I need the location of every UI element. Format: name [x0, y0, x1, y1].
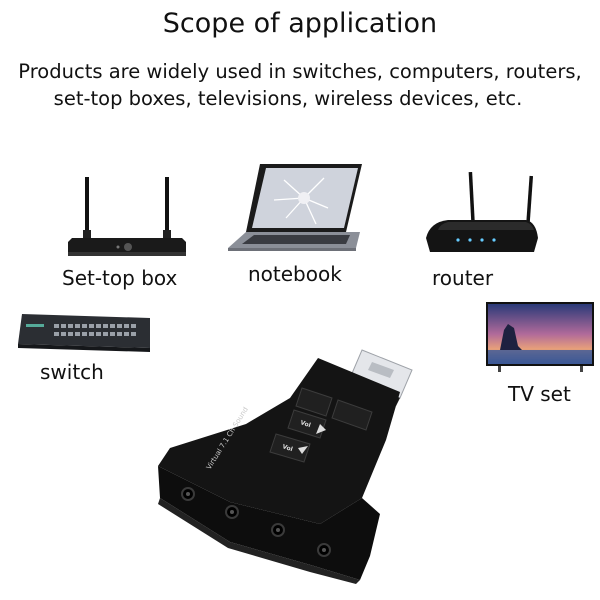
description-line-2: set-top boxes, televisions, wireless dev…: [53, 87, 523, 110]
router-label: router: [432, 266, 494, 290]
vol-label-1: Vol: [299, 419, 311, 429]
notebook-label: notebook: [248, 262, 342, 286]
network-switch-image: [18, 314, 150, 352]
description-line-1: Products are widely used in switches, co…: [18, 60, 582, 83]
page-title: Scope of application: [162, 8, 438, 39]
set-top-box-image: [68, 177, 186, 256]
vol-label-2: Vol: [281, 443, 293, 453]
router-image: [426, 171, 538, 252]
switch-label: switch: [40, 360, 104, 384]
set-top-box-label: Set-top box: [62, 266, 178, 290]
usb-sound-card-image: Virtual 7.1 Ch Sound Vol Vol: [158, 349, 413, 584]
tv-image: [486, 302, 594, 372]
tv-label: TV set: [508, 382, 571, 406]
notebook-image: [228, 164, 362, 251]
